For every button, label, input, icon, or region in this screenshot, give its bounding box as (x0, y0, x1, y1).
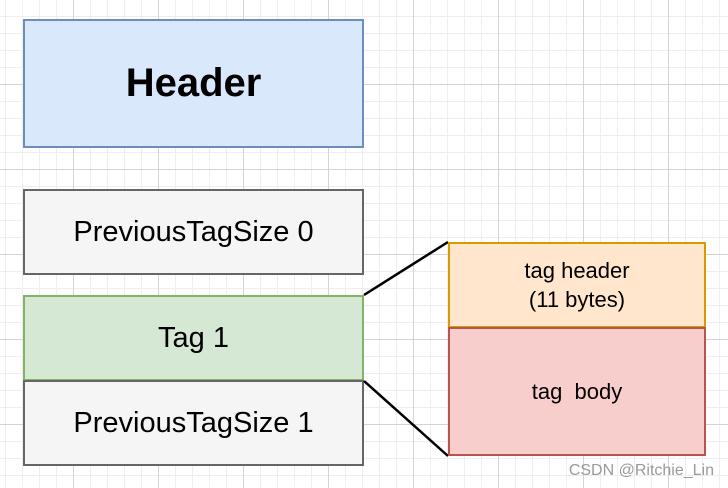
header-block: Header (23, 19, 364, 148)
connector-line-top (363, 240, 449, 297)
tag-header-size-label: (11 bytes) (528, 287, 626, 312)
previous-tag-size-0-block: PreviousTagSize 0 (23, 189, 364, 275)
tag-1-block: Tag 1 (23, 295, 364, 381)
tag-header-block: tag header (11 bytes) (448, 242, 706, 328)
connector-line-bottom (363, 380, 449, 457)
previous-tag-size-1-block: PreviousTagSize 1 (23, 380, 364, 466)
tag-header-label: tag header (524, 258, 630, 283)
watermark-text: CSDN @Ritchie_Lin (568, 462, 714, 479)
tag-body-block: tag body (448, 327, 706, 456)
